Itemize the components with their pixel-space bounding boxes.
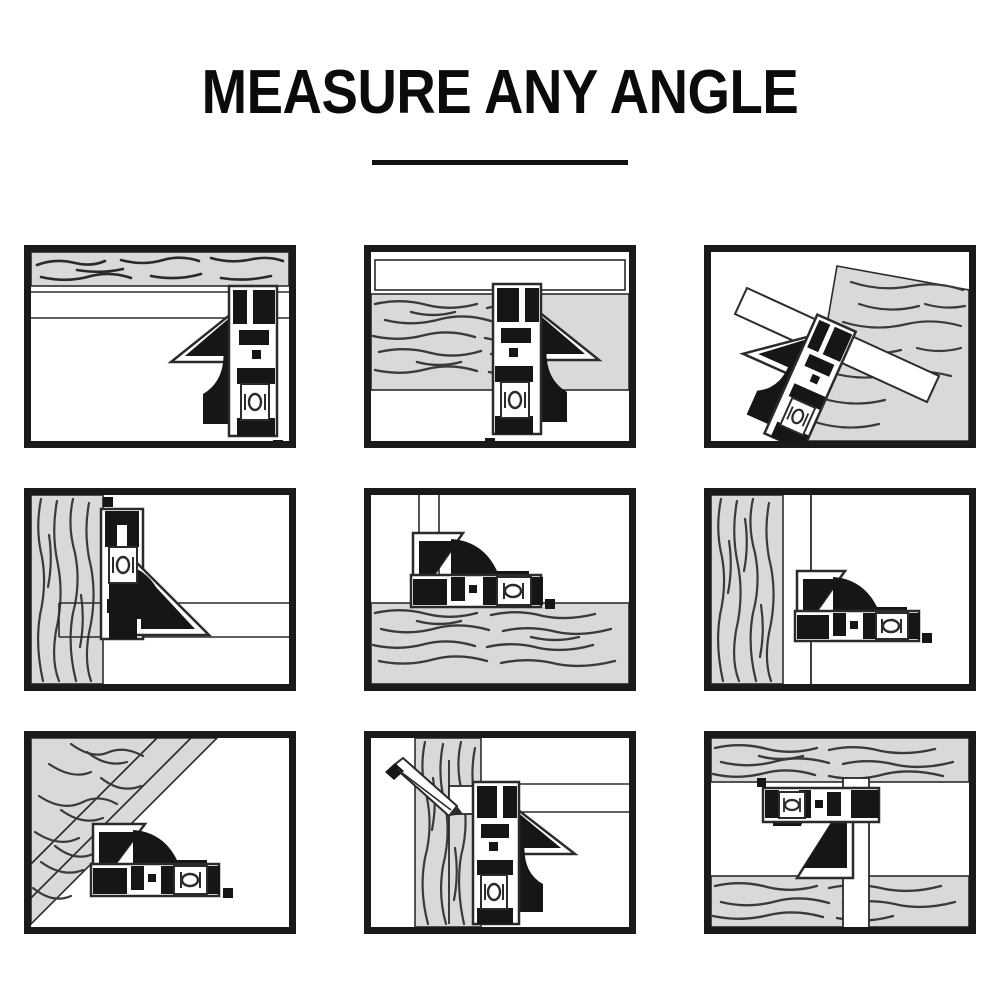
angle-measuring-tool bbox=[485, 282, 603, 441]
angle-measuring-tool bbox=[99, 497, 213, 641]
wood-panel-left bbox=[711, 495, 784, 684]
bubble-level-vial bbox=[173, 865, 208, 895]
angle-measuring-tool bbox=[409, 531, 555, 609]
panel-1: Measuring inside corner under horizontal… bbox=[24, 245, 296, 448]
bubble-level-vial bbox=[500, 381, 530, 419]
bubble-level-vial bbox=[108, 546, 138, 584]
title-divider-wrap bbox=[0, 160, 1000, 165]
header: MEASURE ANY ANGLE bbox=[0, 58, 1000, 128]
panel-9: Measuring under an overhead beam beside … bbox=[704, 731, 976, 934]
angle-measuring-tool bbox=[757, 778, 881, 880]
wood-floor-bottom bbox=[371, 602, 629, 684]
angle-measuring-tool bbox=[167, 284, 283, 441]
bubble-level-vial bbox=[875, 612, 909, 640]
angle-measuring-tool bbox=[89, 822, 233, 898]
wood-post-left bbox=[31, 495, 104, 684]
wood-board-top bbox=[31, 252, 289, 287]
panel-3: Measuring angle between diagonal board a… bbox=[704, 245, 976, 448]
wood-beam-top bbox=[711, 738, 969, 783]
angle-measuring-tool bbox=[471, 780, 579, 926]
wood-post-center bbox=[414, 738, 482, 927]
bubble-level-vial bbox=[240, 383, 270, 421]
wood-floor-bottom bbox=[711, 875, 969, 927]
pencil-icon bbox=[385, 756, 463, 818]
page-title: MEASURE ANY ANGLE bbox=[201, 58, 799, 127]
panel-5: Measuring where vertical post meets wood… bbox=[364, 488, 636, 691]
panel-4: Measuring corner where vertical post mee… bbox=[24, 488, 296, 691]
panel-6: Measuring against vertical wood panel ed… bbox=[704, 488, 976, 691]
angle-measuring-tool bbox=[793, 569, 932, 643]
title-divider bbox=[372, 160, 628, 165]
panel-grid: Measuring inside corner under horizontal… bbox=[24, 245, 976, 935]
panel-2: Measuring edge of horizontal wood plank bbox=[364, 245, 636, 448]
bubble-level-vial bbox=[480, 874, 508, 910]
bubble-level-vial bbox=[778, 791, 806, 819]
panel-8: Marking a line on a wood post with a pen… bbox=[364, 731, 636, 934]
bubble-level-vial bbox=[778, 396, 817, 437]
panel-7: Measuring angle of a diagonal wood board bbox=[24, 731, 296, 934]
angle-measuring-tool bbox=[739, 312, 858, 441]
bubble-level-vial bbox=[496, 576, 532, 606]
